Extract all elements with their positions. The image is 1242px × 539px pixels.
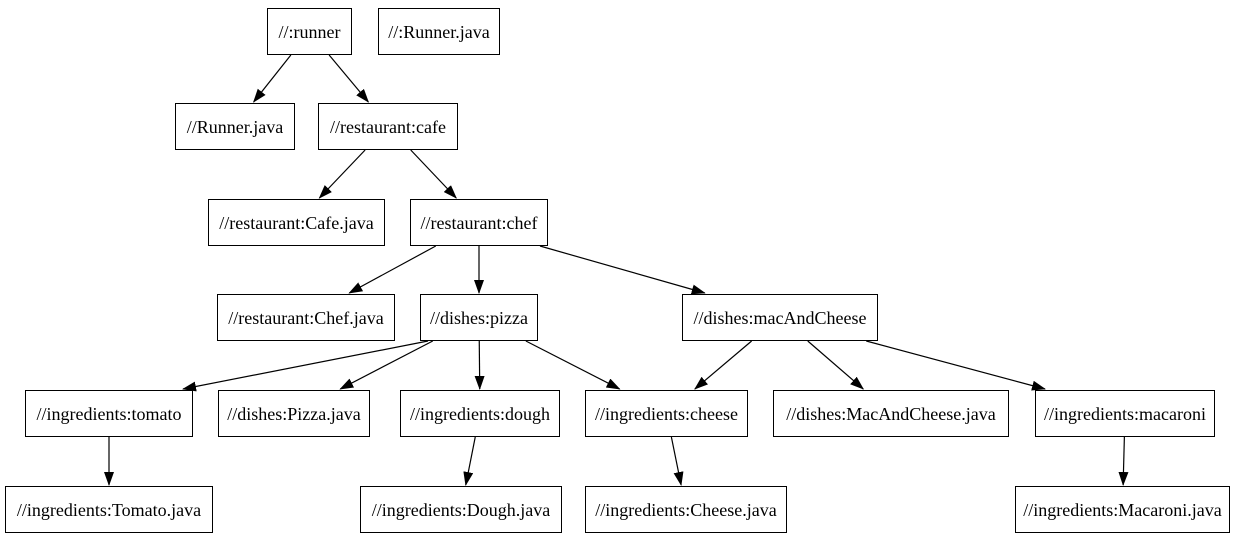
edge-chef-to-chef-java xyxy=(348,245,437,294)
graph-node-dough-java: //ingredients:Dough.java xyxy=(360,486,562,533)
graph-node-mac-and-cheese: //dishes:macAndCheese xyxy=(682,294,878,341)
graph-node-mac-and-cheese-java: //dishes:MacAndCheese.java xyxy=(773,390,1009,437)
graph-node-macaroni: //ingredients:macaroni xyxy=(1035,390,1215,437)
graph-node-chef-java: //restaurant:Chef.java xyxy=(217,294,395,341)
edge-cafe-to-chef xyxy=(410,149,457,199)
edge-mac-and-cheese-to-macaroni xyxy=(866,340,1046,391)
edge-pizza-to-pizza-java xyxy=(339,340,434,390)
edge-dough-to-dough-java xyxy=(463,436,476,486)
graph-node-cheese: //ingredients:cheese xyxy=(585,390,748,437)
edge-group xyxy=(104,54,1129,486)
graph-node-runner-java: //Runner.java xyxy=(175,103,295,150)
edge-mac-and-cheese-to-cheese xyxy=(694,340,753,390)
edge-chef-to-mac-and-cheese xyxy=(539,245,706,295)
edge-runner-to-cafe xyxy=(328,54,370,103)
graph-node-tomato: //ingredients:tomato xyxy=(25,390,193,437)
graph-node-runner: //:runner xyxy=(267,8,352,55)
graph-node-cafe: //restaurant:cafe xyxy=(318,103,458,150)
edge-cheese-to-cheese-java xyxy=(670,436,684,486)
edge-pizza-to-dough xyxy=(474,340,485,390)
graph-node-cheese-java: //ingredients:Cheese.java xyxy=(585,486,787,533)
graph-node-pizza-java: //dishes:Pizza.java xyxy=(218,390,370,437)
edge-cafe-to-cafe-java xyxy=(318,149,366,199)
graph-node-runner-java-src: //:Runner.java xyxy=(378,8,500,55)
graph-node-cafe-java: //restaurant:Cafe.java xyxy=(208,199,385,246)
edge-mac-and-cheese-to-mac-and-cheese-java xyxy=(807,340,865,390)
graph-node-dough: //ingredients:dough xyxy=(400,390,560,437)
edge-runner-to-runner-java xyxy=(253,54,292,103)
graph-node-macaroni-java: //ingredients:Macaroni.java xyxy=(1015,486,1230,533)
graph-node-pizza: //dishes:pizza xyxy=(420,294,538,341)
edge-pizza-to-cheese xyxy=(525,340,621,390)
edge-pizza-to-tomato xyxy=(182,340,429,392)
graph-node-tomato-java: //ingredients:Tomato.java xyxy=(5,486,213,533)
edge-macaroni-to-macaroni-java xyxy=(1118,436,1129,486)
graph-node-chef: //restaurant:chef xyxy=(410,199,548,246)
